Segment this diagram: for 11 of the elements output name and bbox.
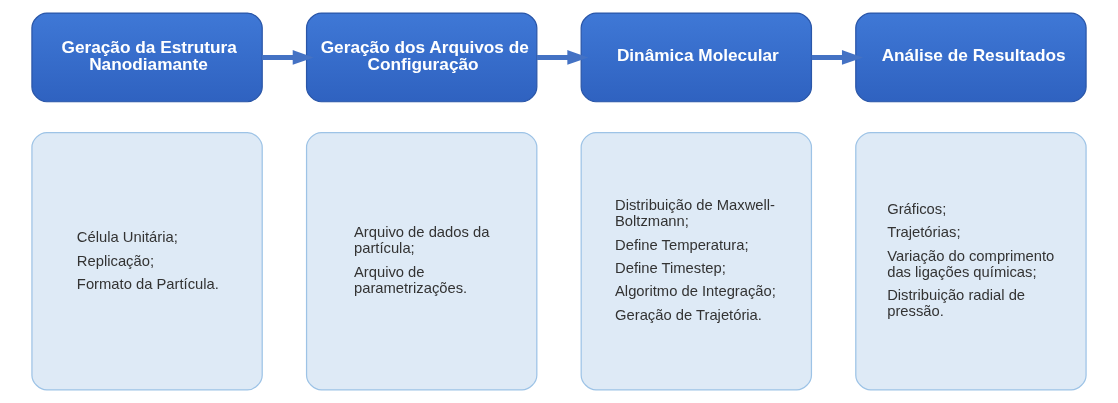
node-box: Gráficos; Trajetórias; Variação do comprimento das ligações químicas; Distribuição radial de pressão. (855, 131, 1087, 391)
node-box: Dinâmica Molecular (580, 12, 813, 103)
arrow (537, 50, 589, 65)
node-box: Célula Unitária; Replicação; Formato da Partícula. (31, 131, 263, 391)
node-box: Geração da Estrutura Nanodiamante (31, 12, 263, 103)
arrow (811, 50, 863, 65)
node-box: Análise de Resultados (855, 12, 1087, 103)
node-box: Geração dos Arquivos de Configuração (305, 12, 538, 103)
node-box: Arquivo de dados da partícula; Arquivo de parametrizações. (305, 131, 538, 391)
node-box: Distribuição de Maxwell-Boltzmann; Define Temperatura; Define Timestep; Algoritmo de Integração; Geração de Trajetória. (580, 131, 813, 391)
arrow (262, 50, 314, 65)
